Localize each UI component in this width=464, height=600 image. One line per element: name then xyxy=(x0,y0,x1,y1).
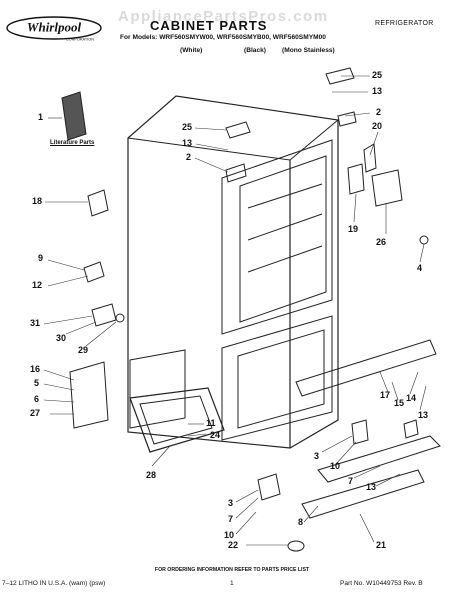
callout-label: 24 xyxy=(210,430,221,440)
callout-label: 17 xyxy=(380,390,391,400)
callout-label: 25 xyxy=(372,70,383,80)
ordering-note: FOR ORDERING INFORMATION REFER TO PARTS … xyxy=(154,567,310,573)
callout-label: 14 xyxy=(406,393,417,403)
callout-label: 16 xyxy=(30,364,41,374)
callout-label: 13 xyxy=(182,138,193,148)
callout-label: 4 xyxy=(417,263,423,273)
literature-parts-label: Literature Parts xyxy=(50,140,95,146)
callout-label: 7 xyxy=(348,476,354,486)
page-number: 1 xyxy=(230,580,234,587)
callout-label: 9 xyxy=(38,253,44,263)
callout-label: 2 xyxy=(376,107,382,117)
litho-info: 7–12 LITHO IN U.S.A. (wam) (psw) xyxy=(2,580,106,587)
callout-label: 27 xyxy=(30,408,41,418)
part-number: Part No. W10449753 Rev. B xyxy=(340,580,423,587)
callout-label: 8 xyxy=(298,517,304,527)
callout-label: 3 xyxy=(314,451,320,461)
brand-subtitle: CORPORATION xyxy=(66,38,94,42)
color-mono-stainless: (Mono Stainless) xyxy=(282,47,335,54)
callout-label: 22 xyxy=(228,540,239,550)
callout-label: 12 xyxy=(32,280,43,290)
callout-label: 18 xyxy=(32,196,43,206)
callout-label: 15 xyxy=(394,398,405,408)
model-list: For Models: WRF560SMYW00, WRF560SMYB00, … xyxy=(120,34,326,41)
callout-label: 10 xyxy=(330,461,341,471)
callout-label: 26 xyxy=(376,237,387,247)
watermark-text: AppliancePartsPros.com xyxy=(118,8,329,25)
callout-label: 28 xyxy=(146,470,157,480)
callout-label: 29 xyxy=(78,345,89,355)
callout-label: 13 xyxy=(418,410,429,420)
brand-name: Whirlpool xyxy=(27,20,82,35)
callout-label: 19 xyxy=(348,224,359,234)
callout-label: 1 xyxy=(38,112,44,122)
color-black: (Black) xyxy=(244,47,266,54)
callout-label: 13 xyxy=(372,86,383,96)
callout-label: 7 xyxy=(228,514,234,524)
page-title: CABINET PARTS xyxy=(150,18,268,33)
callout-label: 11 xyxy=(206,418,216,428)
whirlpool-logo: Whirlpool CORPORATION xyxy=(6,16,102,42)
color-white: (White) xyxy=(180,47,203,54)
callout-label: 20 xyxy=(372,121,383,131)
callout-label: 2 xyxy=(186,152,192,162)
callout-label: 30 xyxy=(56,333,67,343)
callout-label: 31 xyxy=(30,318,41,328)
category-label: REFRIGERATOR xyxy=(375,20,434,27)
callout-label: 5 xyxy=(34,378,40,388)
callout-label: 13 xyxy=(366,482,377,492)
callout-label: 25 xyxy=(182,122,193,132)
callout-label: 21 xyxy=(376,540,387,550)
callout-label: 10 xyxy=(224,530,235,540)
callout-label: 3 xyxy=(228,498,234,508)
callout-label: 6 xyxy=(34,394,40,404)
